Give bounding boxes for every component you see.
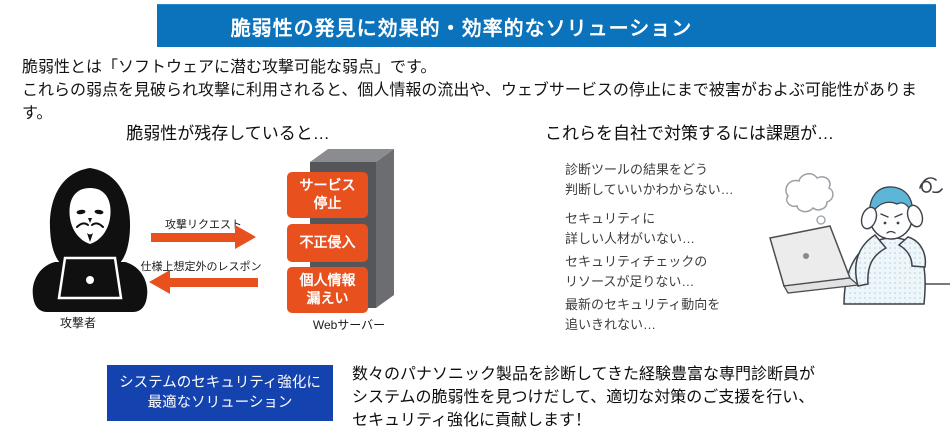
page-title: 脆弱性の発見に効果的・効率的なソリューション [230, 17, 693, 40]
risk-service-stop: サービス 停止 [287, 172, 368, 218]
issue-item-2: セキュリティに 詳しい人材がいない… [565, 211, 696, 246]
risk-intrusion: 不正侵入 [287, 224, 368, 262]
issue-item-4: 最新のセキュリティ動向を 追いきれない… [565, 297, 721, 332]
server-label: Webサーバー [312, 318, 386, 332]
response-arrow-head-icon [149, 270, 170, 294]
attack-arrow-head-icon [235, 225, 256, 249]
right-section-title: これらを自社で対策するには課題が… [545, 124, 834, 143]
solution-badge-text: システムのセキュリティ強化に 最適なソリューション [119, 375, 321, 411]
issue-item-3: セキュリティチェックの リソースが足りない… [565, 254, 708, 289]
worried-person-illustration [769, 173, 950, 305]
intro-line-2: これらの弱点を見破られ攻撃に利用されると、個人情報の流出や、ウェブサービスの停止… [22, 82, 917, 122]
issue-item-1: 診断ツールの結果をどう 判断していいかわからない… [565, 162, 734, 197]
attack-request-label: 攻撃リクエスト [165, 219, 242, 231]
attacker-label: 攻撃者 [59, 316, 96, 330]
solution-badge: システムのセキュリティ強化に 最適なソリューション [107, 365, 333, 421]
intro-line-1: 脆弱性とは「ソフトウェアに潜む攻撃可能な弱点」です。 [22, 59, 437, 76]
header-bar: 脆弱性の発見に効果的・効率的なソリューション [157, 4, 936, 47]
attacker-hacker-icon [32, 168, 148, 312]
risk-data-leak: 個人情報 漏えい [287, 267, 368, 313]
left-section-title: 脆弱性が残存していると… [126, 124, 330, 143]
attack-arrow-body [151, 233, 235, 242]
response-arrow-body [170, 278, 258, 287]
solution-description: 数々のパナソニック製品を診断してきた経験豊富な専門診断員が システムの脆弱性を見… [352, 366, 816, 429]
intro-text: 脆弱性とは「ソフトウェアに潜む攻撃可能な弱点」です。 これらの弱点を見破られ攻撃… [22, 56, 942, 125]
